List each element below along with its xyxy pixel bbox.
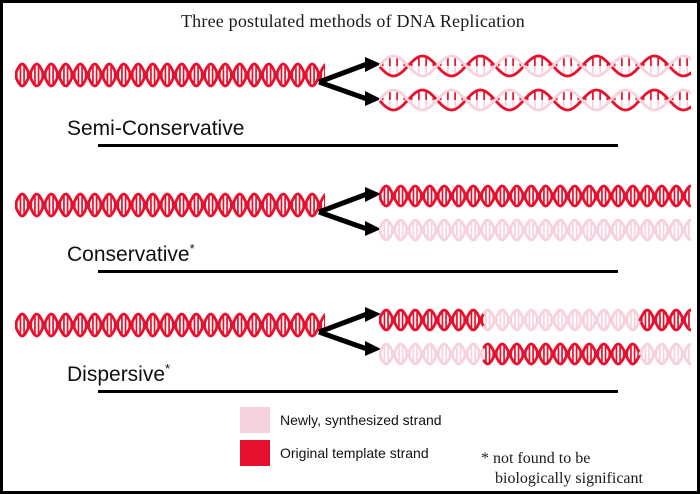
dna-helix-d-d1 (377, 308, 693, 332)
method-asterisk-3: * (165, 361, 171, 376)
divider-rule-2 (98, 270, 618, 273)
legend-swatch-new-strand (240, 407, 270, 433)
dna-helix-d-d2 (377, 342, 693, 366)
daughter-strand-conservative-1 (377, 179, 693, 218)
fork-arrows-icon-3 (318, 307, 381, 356)
method-label-conservative: Conservative* (67, 241, 195, 267)
method-asterisk-2: * (189, 241, 195, 256)
replication-arrows-conservative (315, 185, 387, 244)
dna-helix-c-d1 (377, 184, 693, 208)
dna-helix-c-d2 (377, 218, 693, 242)
footnote-line-2: biologically significant (495, 470, 643, 487)
method-label-text-2: Conservative (67, 243, 190, 266)
daughter-strand-semi-conservative-2 (377, 83, 693, 122)
replication-arrows-dispersive (315, 305, 387, 364)
parent-strand-conservative (13, 185, 327, 230)
parent-strand-dispersive (13, 305, 327, 350)
page-title: Three postulated methods of DNA Replicat… (180, 11, 526, 31)
legend-label-original-strand: Original template strand (280, 445, 429, 461)
method-label-text-3: Dispersive (67, 363, 166, 386)
daughter-strand-semi-conservative-1 (377, 49, 693, 88)
dna-helix-sc-d1 (377, 54, 693, 78)
method-label-semi-conservative: Semi-Conservative (67, 115, 244, 141)
dna-helix-parent-3 (13, 312, 327, 338)
footnote: * not found to be biologically significa… (481, 449, 691, 489)
daughter-strand-conservative-2 (377, 213, 693, 252)
divider-rule-1 (98, 144, 618, 147)
footnote-line-1: * not found to be (481, 450, 591, 467)
parent-strand-semi-conservative (13, 55, 327, 100)
legend-label-new-strand: Newly, synthesized strand (280, 412, 442, 428)
legend-swatch-original-strand (240, 440, 270, 466)
daughter-strand-dispersive-2 (377, 337, 693, 376)
daughter-strand-dispersive-1 (377, 303, 693, 342)
dna-helix-parent-2 (13, 192, 327, 218)
method-label-text-1: Semi-Conservative (67, 117, 245, 140)
fork-arrows-icon-1 (318, 57, 381, 106)
method-label-dispersive: Dispersive* (67, 361, 170, 387)
dna-helix-parent-1 (13, 62, 327, 88)
fork-arrows-icon-2 (318, 187, 381, 236)
dna-helix-sc-d2 (377, 88, 693, 112)
replication-arrows-semi-conservative (315, 55, 387, 114)
divider-rule-3 (98, 390, 618, 393)
